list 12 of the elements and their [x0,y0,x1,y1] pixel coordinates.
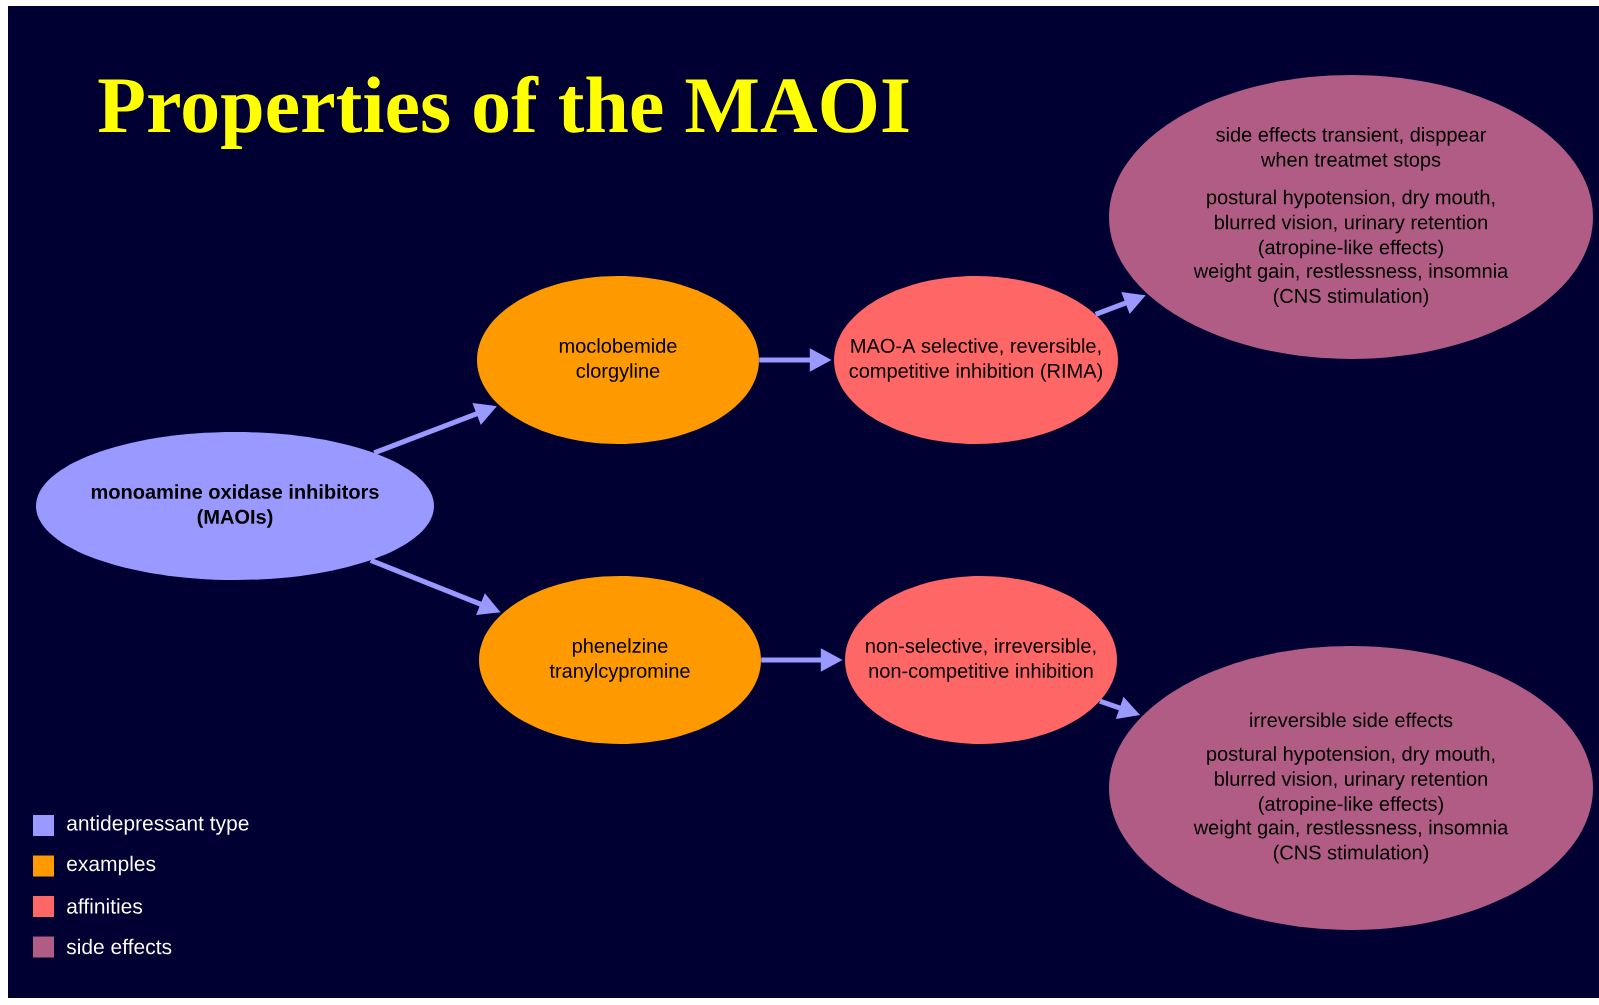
ellipse-node: phenelzine tranylcypromine [479,576,761,744]
legend-label: examples [67,855,156,876]
ellipse-node: irreversible side effects postural hypotension, dry mouth, blurred vision, urinary retention (atropine-like effects) weight gain, restlessness, insomnia (CNS stimulation) [1109,646,1593,930]
legend-label: antidepressant type [67,815,249,835]
ellipse-node: non-selective, irreversible, non-competitive inhibition [845,576,1117,744]
legend-label: side effects [66,938,172,955]
ellipse-node: side effects transient, disppear when treatmet stops postural hypotension, dry mouth, blurred vision, urinary retention (atropine-like effects) weight gain, restlessness, insomnia (CNS stimulation) [1109,75,1593,359]
ellipse-node: MAO-A selective, reversible, competitive inhibition (RIMA) [834,276,1118,444]
ellipse-node: monoamine oxidase inhibitors (MAOIs) [36,432,434,580]
title: Properties of the MAOI [98,75,909,150]
ellipse-node: moclobemide clorgyline [477,276,759,444]
legend-label: affinities [67,898,143,914]
